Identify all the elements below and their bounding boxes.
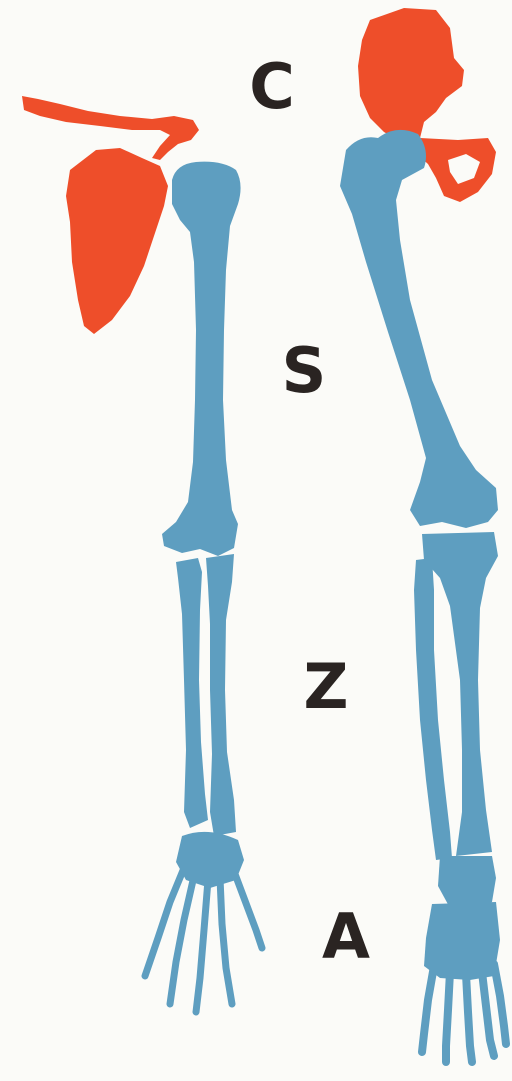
scapula	[66, 148, 168, 334]
label-stylopod: S	[282, 334, 327, 407]
finger-3	[196, 880, 208, 1012]
toe-4	[482, 972, 494, 1056]
toe-2	[446, 972, 450, 1062]
toe-1	[422, 966, 434, 1052]
label-autopod: A	[322, 900, 370, 973]
toe-5	[494, 964, 506, 1044]
finger-4	[220, 878, 232, 1004]
thumb	[232, 866, 262, 948]
fibula	[414, 558, 452, 860]
toe-3	[466, 974, 472, 1062]
humerus	[162, 162, 241, 556]
label-zeugopod: Z	[304, 650, 349, 723]
ulna	[206, 554, 236, 836]
radius	[176, 558, 208, 828]
forelimb	[22, 96, 262, 1012]
label-girdle: C	[249, 50, 295, 123]
